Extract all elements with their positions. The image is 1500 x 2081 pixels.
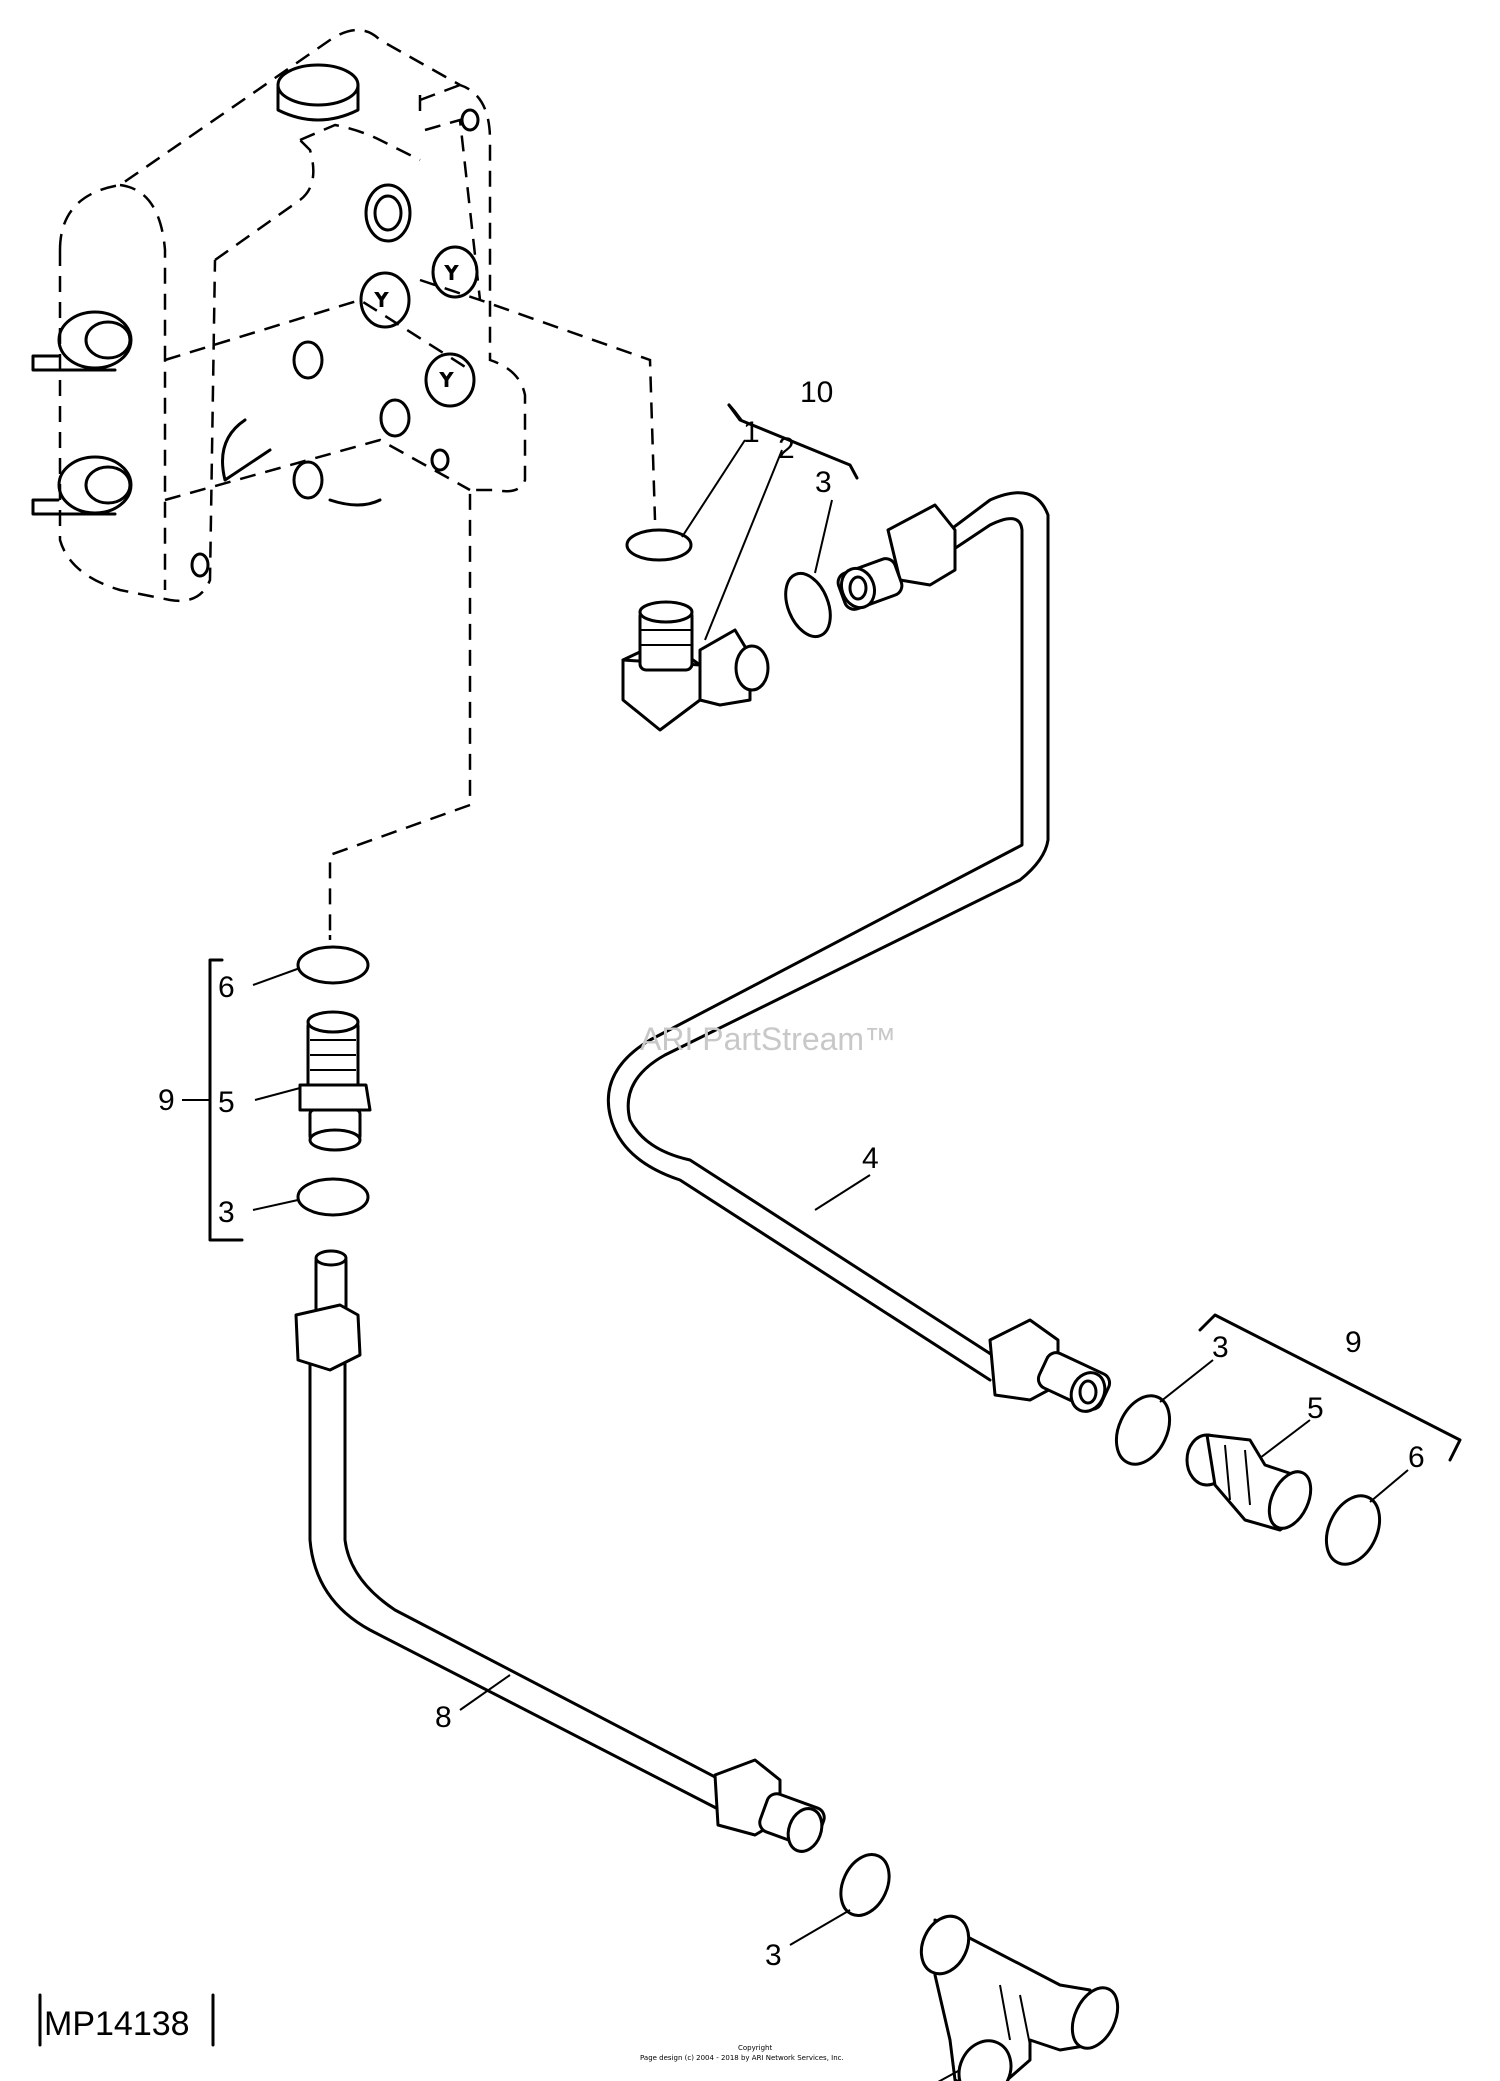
callout-5-right: 5 bbox=[1307, 1392, 1324, 1425]
callout-2: 2 bbox=[778, 432, 795, 465]
adapter-5-right bbox=[1185, 1419, 1313, 1532]
callout-6-right: 6 bbox=[1408, 1441, 1425, 1474]
svg-text:Y: Y bbox=[440, 370, 453, 391]
figure-id: MP14138 bbox=[44, 2005, 190, 2043]
o-ring-3-upper bbox=[784, 499, 833, 639]
callout-6-left: 6 bbox=[218, 971, 235, 1004]
callout-4: 4 bbox=[862, 1142, 879, 1175]
callout-bracket-9-right bbox=[1198, 1313, 1462, 1462]
callout-3-left: 3 bbox=[218, 1196, 235, 1229]
tee-fitting-7 bbox=[919, 1914, 1120, 2081]
pipe-8 bbox=[294, 1249, 826, 1853]
callout-3-bottom: 3 bbox=[765, 1939, 782, 1972]
o-ring-3-bottom bbox=[789, 1853, 891, 1946]
callout-10: 10 bbox=[800, 376, 833, 409]
callout-8: 8 bbox=[435, 1701, 452, 1734]
callout-9-right: 9 bbox=[1345, 1326, 1362, 1359]
o-ring-3-left bbox=[252, 1177, 370, 1217]
callout-labels: 10 1 2 3 6 9 5 3 4 3 9 5 6 8 3 7 bbox=[158, 376, 1425, 1972]
figure-id-box: MP14138 bbox=[38, 1993, 215, 2047]
copyright-heading: Copyright bbox=[738, 2044, 772, 2052]
callout-bracket-9-left bbox=[182, 958, 244, 1242]
o-ring-3-right bbox=[1114, 1359, 1214, 1466]
copyright-line: Page design (c) 2004 - 2018 by ARI Netwo… bbox=[640, 2054, 844, 2062]
svg-text:Y: Y bbox=[445, 263, 458, 284]
watermark: ARI PartStream™ bbox=[640, 1021, 896, 1057]
o-ring-1 bbox=[625, 439, 746, 562]
callout-1: 1 bbox=[743, 416, 760, 449]
svg-text:Y: Y bbox=[375, 290, 388, 311]
pipe-4 bbox=[606, 491, 1112, 1413]
callout-3-right: 3 bbox=[1212, 1331, 1229, 1364]
callout-9-left: 9 bbox=[158, 1084, 175, 1117]
callout-3-upper: 3 bbox=[815, 466, 832, 499]
o-ring-6-right bbox=[1324, 1469, 1409, 1566]
elbow-fitting-2 bbox=[621, 449, 783, 732]
callout-bracket-10 bbox=[727, 403, 859, 480]
callout-5-left: 5 bbox=[218, 1086, 235, 1119]
o-ring-6-left bbox=[252, 945, 370, 986]
adapter-5-left bbox=[254, 1010, 372, 1152]
valve-housing: Y Y Y bbox=[31, 28, 657, 935]
